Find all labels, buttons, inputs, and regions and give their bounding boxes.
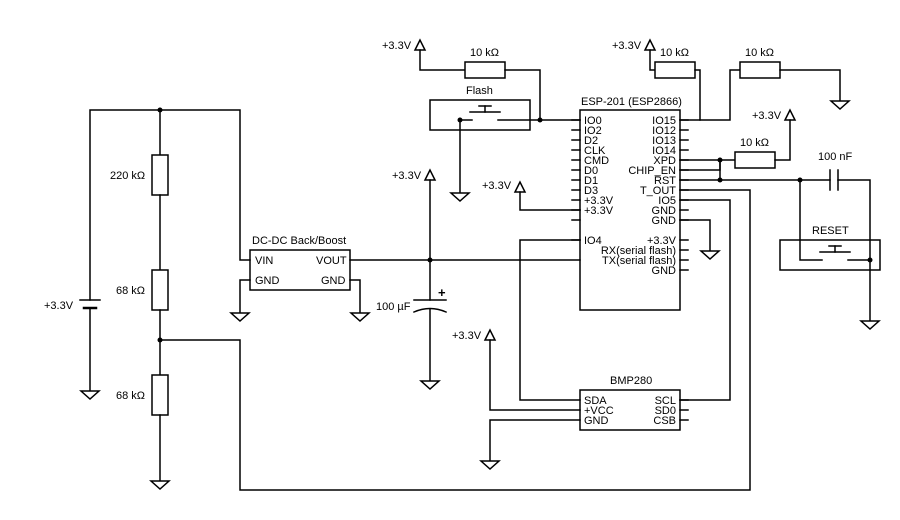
bmp-pin-right: SCL	[655, 395, 676, 407]
esp-pin-left: +3.3V	[584, 195, 614, 207]
esp-pin-right: +3.3V	[647, 235, 677, 247]
divider-to-tout-wire	[159, 189, 751, 491]
esp201-module: ESP-201 (ESP2866) IO0IO2D2CLKCMDD0D1D3+3…	[519, 96, 689, 401]
resistor-io15	[654, 61, 696, 79]
esp-pin-right: XPD	[653, 155, 676, 167]
reset-button[interactable]: RESET	[779, 179, 881, 271]
esp-pin-right: IO14	[652, 145, 676, 157]
esp-pin-left: CMD	[584, 155, 609, 167]
resistor-xpd	[734, 151, 776, 169]
esp-pin-right: IO13	[652, 135, 676, 147]
io15-supply-label: +3.3V	[612, 40, 642, 52]
esp-pin-left: D3	[584, 185, 598, 197]
esp-supply-left: +3.3V	[482, 180, 581, 211]
battery-label: +3.3V	[44, 300, 74, 312]
esp-pin-left: IO2	[584, 125, 602, 137]
flash-supply-label: +3.3V	[382, 40, 412, 52]
esp-pin-right: RST	[654, 175, 676, 187]
esp-pin-right: GND	[652, 265, 677, 277]
flash-circuit: +3.3V 10 kΩ Flash	[382, 38, 581, 203]
supply-arrow	[413, 38, 427, 51]
esp-pin-left: CLK	[584, 145, 606, 157]
resistor-68k-bottom	[151, 374, 169, 416]
resistor-220k	[151, 154, 169, 196]
dcdc-box	[249, 249, 351, 291]
esp-pin-right: IO12	[652, 125, 676, 137]
esp-pin-right: T_OUT	[640, 185, 676, 197]
esp-left-supply-label: +3.3V	[482, 180, 512, 192]
esp-pin-left: D0	[584, 165, 598, 177]
esp-pin-left: IO4	[584, 235, 602, 247]
bulk-capacitor: +3.3V 100 µF +	[376, 168, 581, 391]
resistor-220k-label: 220 kΩ	[110, 170, 145, 182]
esp-pin-left: IO0	[584, 115, 602, 127]
flash-button-box[interactable]	[429, 99, 531, 131]
bmp-pin-left: SDA	[584, 395, 607, 407]
resistor-flash-pullup	[464, 61, 506, 79]
resistor-68k-mid	[151, 269, 169, 311]
bulk-cap-label: 100 µF	[376, 301, 411, 313]
bmp-pin-right: CSB	[653, 415, 676, 427]
esp-pin-left: +3.3V	[584, 205, 614, 217]
reset-button-label: RESET	[812, 225, 849, 237]
dcdc-vout-pin: VOUT	[316, 255, 347, 267]
flash-button-label: Flash	[466, 85, 493, 97]
esp-pin-right: CHIP_EN	[628, 165, 676, 177]
bmp-pin-left: +VCC	[584, 405, 614, 417]
reset-button-box[interactable]	[779, 239, 881, 271]
xpd-supply-label: +3.3V	[752, 110, 782, 122]
bmp-supply-label: +3.3V	[452, 330, 482, 342]
dcdc-gnd-left-pin: GND	[255, 275, 280, 287]
sda-wire	[519, 239, 581, 401]
resistor-io15-label: 10 kΩ	[660, 47, 689, 59]
battery-symbol	[79, 299, 101, 401]
io15-network: +3.3V 10 kΩ 10 kΩ	[612, 38, 851, 121]
esp-pin-left: D2	[584, 135, 598, 147]
resistor-68k-bottom-label: 68 kΩ	[116, 390, 145, 402]
bmp-pin-left: GND	[584, 415, 609, 427]
esp-pin-right: IO15	[652, 115, 676, 127]
dcdc-gnd-right-pin: GND	[321, 275, 346, 287]
bulk-cap-polarity: +	[438, 285, 446, 300]
esp-pin-right: GND	[652, 215, 677, 227]
reset-network: 10 kΩ +3.3V 100 nF	[679, 108, 881, 331]
esp-pin-left: D1	[584, 175, 598, 187]
esp201-title: ESP-201 (ESP2866)	[581, 96, 682, 108]
bulk-supply-label: +3.3V	[392, 170, 422, 182]
battery-divider-circuit: +3.3V 220 kΩ 68 kΩ 68 kΩ	[44, 107, 751, 491]
resistor-flash-label: 10 kΩ	[470, 47, 499, 59]
esp-pin-right: IO5	[658, 195, 676, 207]
esp-pin-right: RX(serial flash)	[601, 245, 676, 257]
bmp-pin-right: SD0	[655, 405, 676, 417]
scl-wire	[679, 199, 731, 401]
cap-rst-label: 100 nF	[818, 151, 853, 163]
bmp280-title: BMP280	[610, 375, 652, 387]
dcdc-title: DC-DC Back/Boost	[252, 235, 346, 247]
resistor-68k-mid-label: 68 kΩ	[116, 285, 145, 297]
esp-pin-right: GND	[652, 205, 677, 217]
dcdc-module: DC-DC Back/Boost VIN VOUT GND GND	[229, 235, 431, 323]
resistor-xpd-label: 10 kΩ	[740, 137, 769, 149]
esp-pin-right: TX(serial flash)	[602, 255, 676, 267]
ground-symbol	[149, 480, 171, 491]
resistor-right	[739, 61, 781, 79]
supply-arrow	[423, 168, 437, 181]
resistor-right-label: 10 kΩ	[745, 47, 774, 59]
esp-right-wiring	[679, 199, 731, 401]
dcdc-vin-pin: VIN	[255, 255, 273, 267]
